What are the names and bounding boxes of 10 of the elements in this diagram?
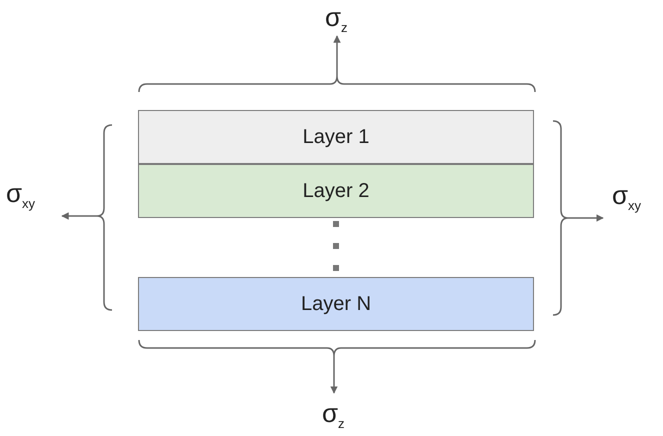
layer-box [138, 277, 534, 331]
layer-label: Layer N [300, 292, 372, 316]
layer-label: Layer 2 [302, 180, 370, 202]
stress-label: σ$_{z}$ [322, 400, 345, 430]
layer-box [138, 164, 534, 218]
stress-label: σ$_{xy}$ [6, 180, 36, 210]
stress-label: σ$_{xy}$ [612, 182, 642, 212]
stress-label: σ$_{z}$ [325, 4, 348, 34]
layer-label: Layer 1 [302, 126, 370, 148]
layer-box [138, 110, 534, 164]
